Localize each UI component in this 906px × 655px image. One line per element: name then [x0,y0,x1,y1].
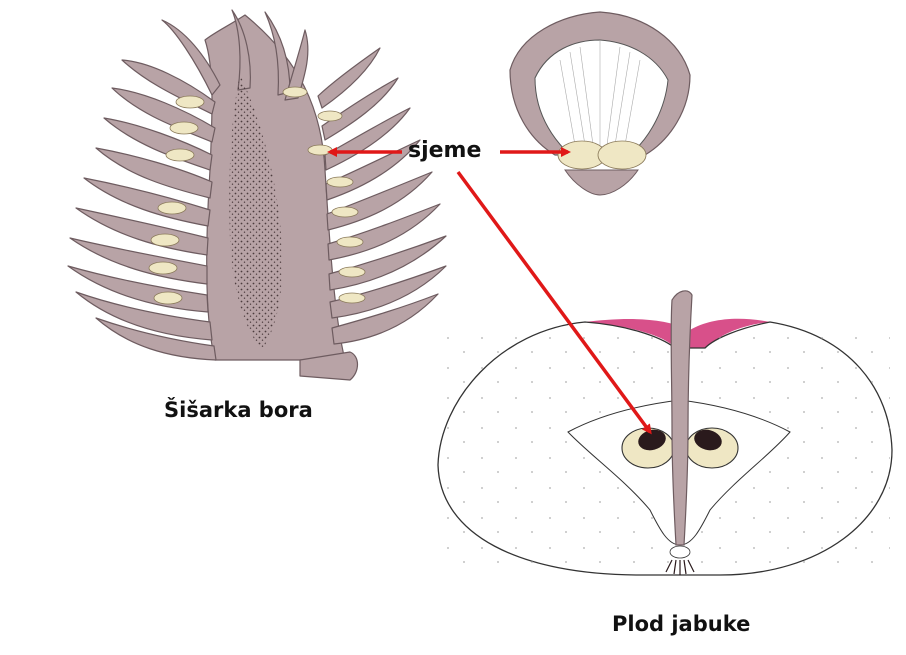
apple-fruit-caption: Plod jabuke [612,612,750,636]
flower-seed-illustration [510,12,690,195]
seed-label: sjeme [408,138,481,163]
pine-cone-illustration [68,10,446,380]
apple-illustration [438,291,892,575]
pine-cone-caption: Šišarka bora [164,398,313,422]
